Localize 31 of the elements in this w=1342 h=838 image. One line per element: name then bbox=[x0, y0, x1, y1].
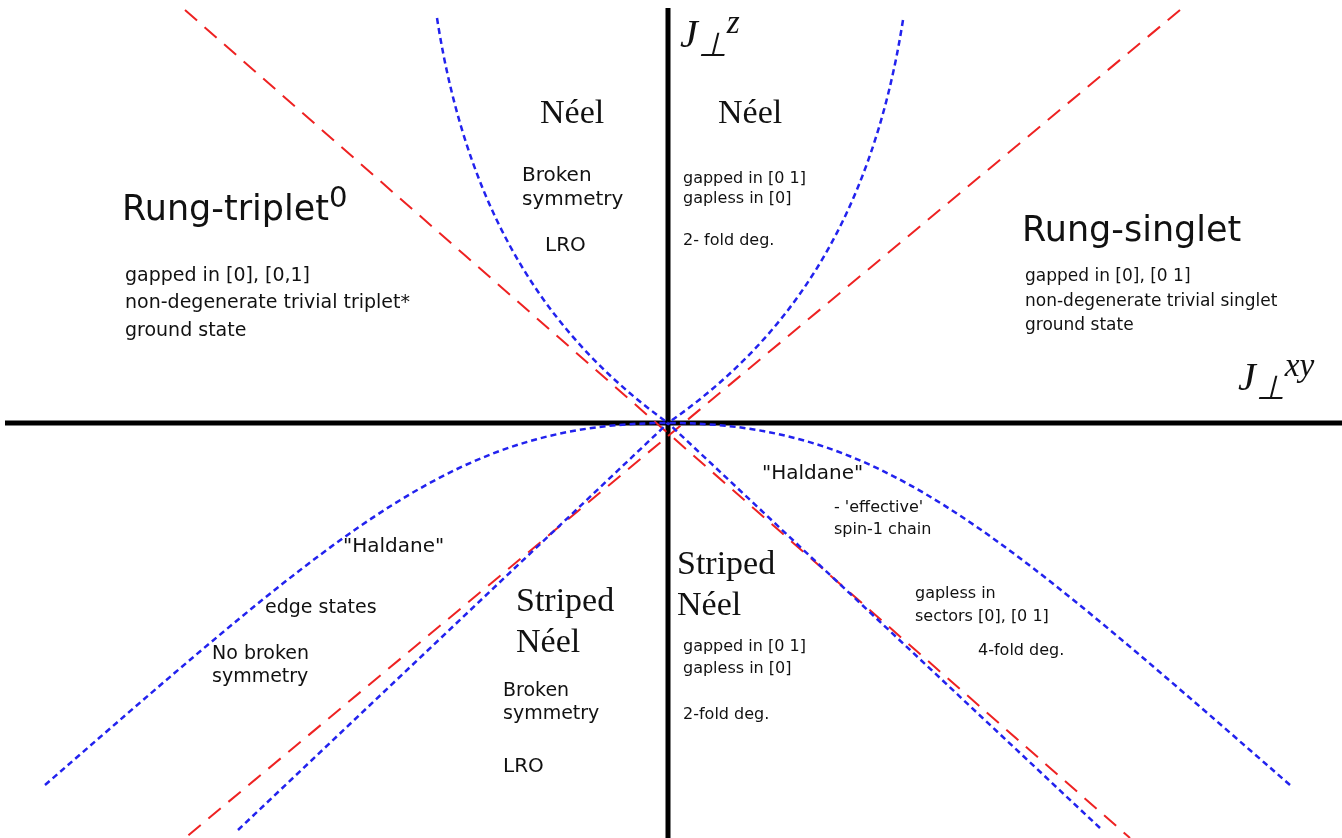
property-text: gapped in [0], [0 1] bbox=[1025, 265, 1191, 286]
property-text: Broken symmetry bbox=[503, 678, 601, 724]
property-text: gapless in bbox=[915, 583, 996, 603]
property-text: non-degenerate trivial singlet bbox=[1025, 290, 1278, 311]
phase-name: Néel bbox=[540, 92, 605, 132]
property-text: gapped in [0 1] bbox=[683, 168, 806, 188]
property-text: 2-fold deg. bbox=[683, 704, 770, 724]
property-text: sectors [0], [0 1] bbox=[915, 606, 1049, 626]
property-text: - 'effective' bbox=[834, 497, 924, 517]
phase-name: Néel bbox=[718, 92, 783, 132]
property-text: LRO bbox=[545, 232, 586, 256]
property-text: edge states bbox=[265, 595, 377, 618]
property-text: non-degenerate trivial triplet* bbox=[125, 290, 410, 313]
property-text: LRO bbox=[503, 753, 544, 777]
phase-name: Striped Néel bbox=[516, 580, 616, 661]
phase-name: "Haldane" bbox=[762, 460, 864, 484]
property-text: gapless in [0] bbox=[683, 188, 792, 208]
phase-name: Rung-triplet$^{0}$ bbox=[122, 180, 348, 229]
property-text: gapless in [0] bbox=[683, 658, 792, 678]
phase-name: "Haldane" bbox=[343, 533, 445, 557]
property-text: ground state bbox=[125, 318, 247, 341]
property-text: No broken symmetry bbox=[212, 641, 310, 687]
phase-name: Rung-singlet bbox=[1022, 208, 1242, 250]
phase-name: Striped Néel bbox=[677, 543, 777, 624]
property-text: Broken symmetry bbox=[522, 162, 625, 210]
property-text: 2- fold deg. bbox=[683, 230, 775, 250]
property-text: 4-fold deg. bbox=[978, 640, 1065, 660]
property-text: ground state bbox=[1025, 314, 1134, 335]
property-text: spin-1 chain bbox=[834, 519, 932, 539]
property-text: gapped in [0], [0,1] bbox=[125, 263, 310, 286]
property-text: gapped in [0 1] bbox=[683, 636, 806, 656]
